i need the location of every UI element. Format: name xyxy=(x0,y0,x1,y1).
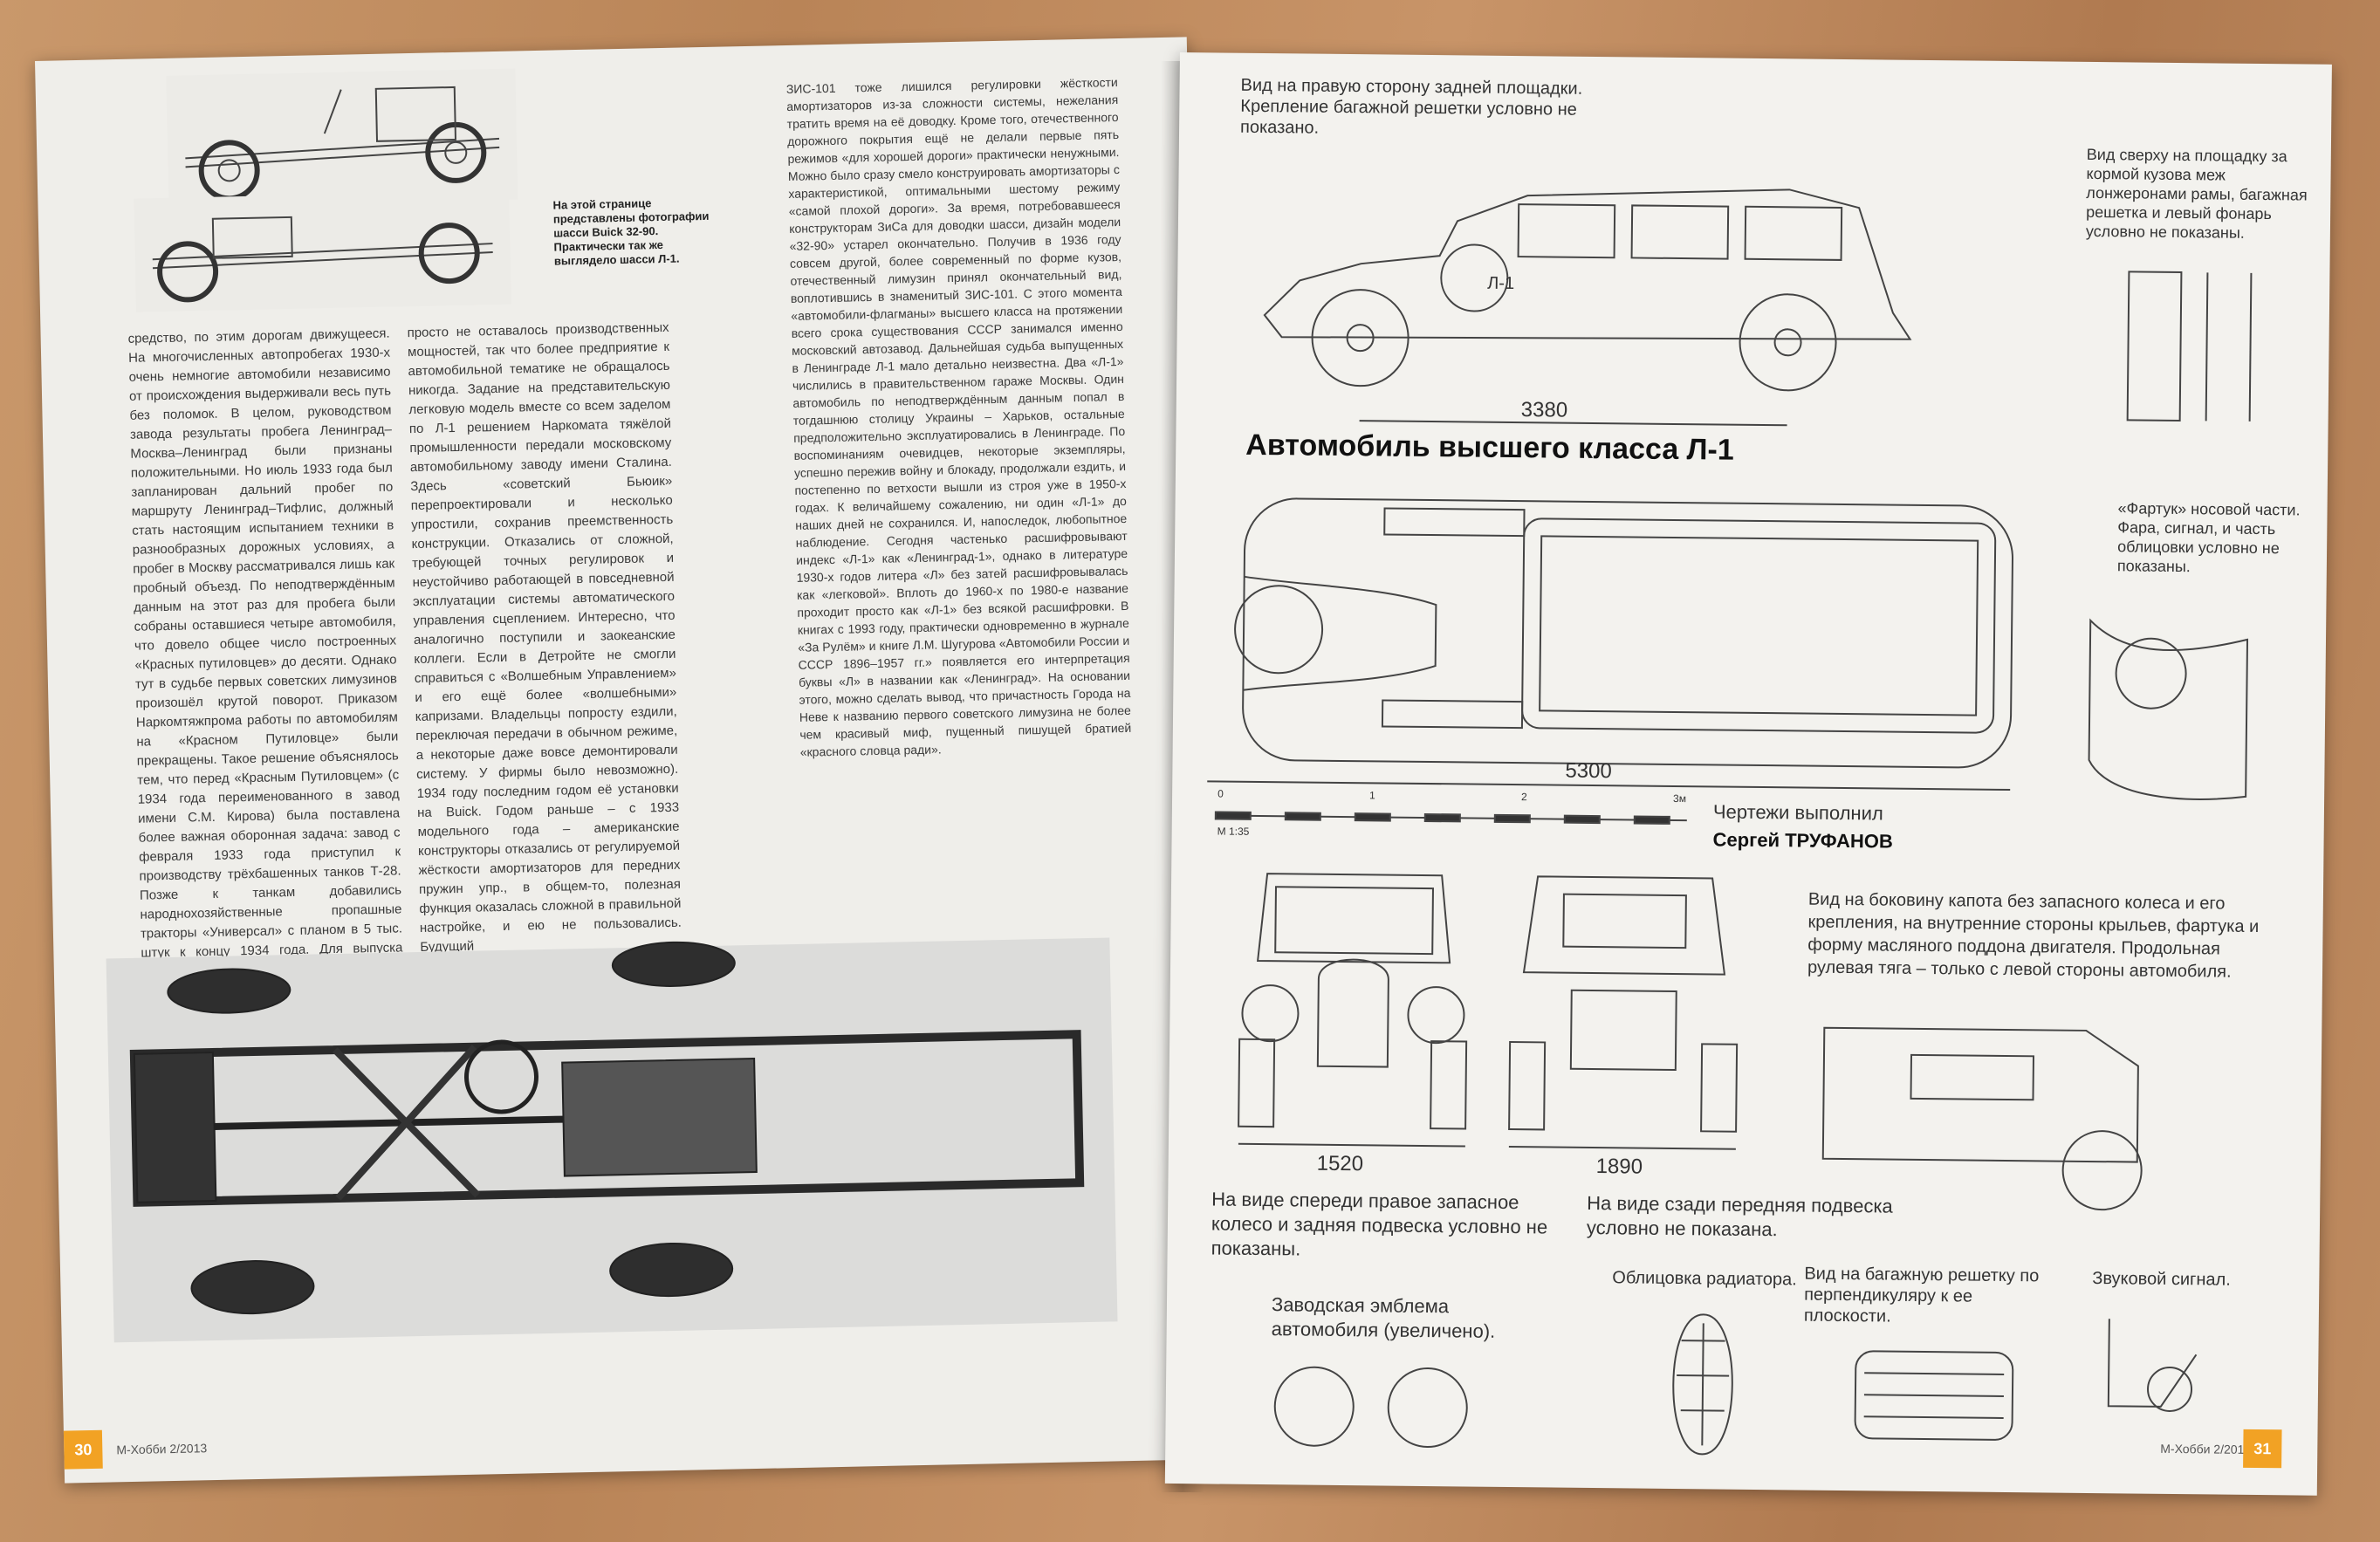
luggage-rack-drawing xyxy=(1854,1350,2014,1441)
left-page: На этой странице представлены фотографии… xyxy=(35,37,1217,1484)
radiator-grille-drawing xyxy=(1672,1313,1733,1456)
text-column-2: просто не оставалось производственных мо… xyxy=(407,319,682,957)
text-column-1-body: средство, по этим дорогам движущееся. На… xyxy=(127,326,403,980)
text-column-3-body: ЗИС-101 тоже лишился регулировки жёсткос… xyxy=(785,75,1132,759)
scale-tick-2: 2 xyxy=(1521,791,1527,804)
dim-rear-track: 1890 xyxy=(1595,1155,1643,1179)
caption-horn: Звуковой сигнал. xyxy=(2092,1269,2231,1290)
caption-radiator: Облицовка радиатора. xyxy=(1612,1268,1797,1290)
caption-rear: На виде сзади передняя подвеска условно … xyxy=(1586,1191,1893,1241)
caption-top-rear: Вид сверху на площадку за кормой кузова … xyxy=(2085,145,2308,242)
caption-apron: «Фартук» носовой части. Фара, сигнал, и … xyxy=(2116,499,2301,576)
right-page: Вид на правую сторону задней площадки. К… xyxy=(1164,52,2332,1496)
chassis-caption: На этой странице представлены фотографии… xyxy=(552,196,710,268)
door-emblem: Л-1 xyxy=(1487,273,1515,294)
caption-hood: Вид на боковину капота без запасного кол… xyxy=(1807,889,2260,982)
scale-tick-0: 0 xyxy=(1217,787,1224,800)
emblem-drawing xyxy=(1273,1366,1468,1449)
chassis-side-drawing xyxy=(185,86,500,202)
scale-bar xyxy=(1214,811,1687,825)
footer-right: М-Хобби 2/2013 xyxy=(2160,1441,2252,1456)
chassis-side-drawing-2 xyxy=(152,216,493,303)
scale-tick-1: 1 xyxy=(1369,789,1375,802)
drawing-title: Автомобиль высшего класса Л-1 xyxy=(1245,428,1734,467)
scale-tick-3: 3м xyxy=(1673,792,1687,805)
dim-wheelbase: 3380 xyxy=(1520,398,1568,422)
text-column-1: средство, по этим дорогам движущееся. На… xyxy=(127,325,403,983)
apron-drawing xyxy=(2088,618,2249,800)
credits-label: Чертежи выполнил xyxy=(1712,800,1883,825)
scale-label: М 1:35 xyxy=(1217,825,1250,838)
rear-view-drawing xyxy=(1508,875,1739,1150)
front-view-drawing xyxy=(1238,873,1468,1148)
chassis-top-view xyxy=(129,941,1085,1315)
page-number-right: 31 xyxy=(2243,1429,2282,1469)
credits-name: Сергей ТРУФАНОВ xyxy=(1712,828,1893,853)
text-column-3: ЗИС-101 тоже лишился регулировки жёсткос… xyxy=(786,73,1132,761)
chassis-illustration-top xyxy=(166,68,518,207)
chassis-illustration-middle xyxy=(134,190,511,312)
horn-drawing xyxy=(2107,1319,2198,1412)
side-view-drawing xyxy=(1263,188,1912,427)
hood-side-drawing xyxy=(1821,1026,2143,1211)
dim-front-track: 1520 xyxy=(1316,1151,1364,1176)
caption-emblem: Заводская эмблема автомобиля (увеличено)… xyxy=(1271,1293,1496,1342)
page-number-left: 30 xyxy=(63,1429,103,1470)
chassis-photo-bottom xyxy=(106,937,1118,1343)
top-view-drawing xyxy=(1207,497,2013,792)
caption-front: На виде спереди правое запасное колесо и… xyxy=(1211,1188,1548,1260)
rear-platform-drawing xyxy=(2126,271,2253,422)
caption-luggage: Вид на багажную решетку по перпендикуляр… xyxy=(1803,1264,2040,1326)
text-column-2-body: просто не оставалось производственных мо… xyxy=(407,319,682,955)
dim-length: 5300 xyxy=(1565,758,1612,784)
footer-left: М-Хобби 2/2013 xyxy=(116,1441,208,1457)
